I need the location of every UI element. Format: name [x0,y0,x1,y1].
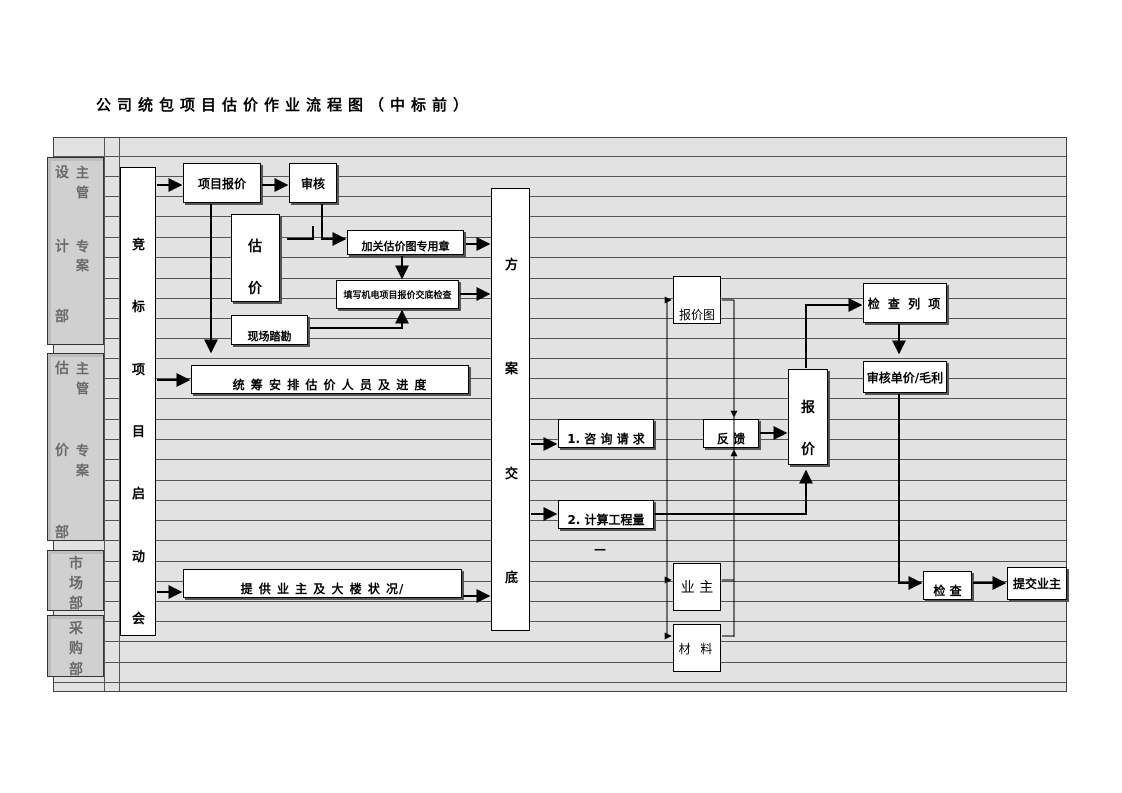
kickoff-char-5: 启 [132,487,146,502]
dept-design-head-1: 主 [76,166,90,181]
dept-estimate-name-3: 部 [55,525,69,541]
dept-design-spec-1: 专 [76,240,90,255]
dept-design-spec-2: 案 [76,259,90,274]
dept-estimate-head-2: 管 [76,382,90,397]
estimate-char-1: 估 [248,239,262,255]
plan-char-2: 案 [505,362,519,377]
dept-market-char-2: 场 [69,576,83,592]
kickoff-char-1: 竞 [132,238,146,253]
plan-char-4: 底 [505,571,519,586]
quantity-box: 2. 计算工程量 [558,500,654,529]
check-box: 检 查 [923,571,972,600]
fill-mep-box: 填写机电项目报价交底检查 [336,280,459,309]
plan-char-1: 方 [505,258,519,273]
review-price-box: 审核单价/毛利 [863,361,947,393]
dept-market: 市 场 部 [47,550,104,612]
estimate-box [231,214,280,302]
quote-drawing-box: 报价图 [673,276,721,324]
dept-estimate-name-2: 价 [55,443,69,459]
page-title: 公司统包项目估价作业流程图（中标前） [96,96,475,114]
plan-char-3: 交 [505,467,519,482]
check-list-box: 检 查 列 项 [863,283,947,323]
quantity-dash: — [594,542,606,556]
schedule-box: 统 筹 安 排 估 价 人 员 及 进 度 [191,365,469,394]
dept-estimate-name-1: 估 [55,361,69,377]
dept-market-char-3: 部 [69,596,83,612]
dept-design-head-2: 管 [76,186,90,201]
project-quote-box: 项目报价 [183,163,261,203]
dept-estimate: 估 主 管 价 专 案 部 [47,353,104,541]
arrow-quantity-to-quote [655,469,813,515]
arrow-review-to-add-material [321,204,347,246]
dept-estimate-head-1: 主 [76,362,90,377]
estimate-char-2: 价 [248,281,262,297]
dept-design: 设 主 管 计 专 案 部 [47,157,104,345]
add-material-box: 加关估价图专用章 [347,230,464,255]
feedback-box: 反 馈 [703,419,759,448]
dept-purchase-char-1: 采 [69,621,83,637]
quote-char-2: 价 [801,442,815,458]
owner-box: 业 主 [673,563,721,611]
material-box: 材 料 [673,624,721,672]
site-survey-box: 现场踏勘 [231,315,308,345]
dept-purchase-char-2: 购 [69,641,83,657]
dept-market-char-1: 市 [69,556,83,572]
kickoff-meeting-box [120,167,156,636]
review-box: 审核 [289,163,337,203]
arrow-quote-to-check-list [805,298,863,368]
submit-owner-box: 提交业主 [1007,567,1067,600]
arrow-review-price-to-check [898,394,923,590]
arrow-survey-to-fill-mep [310,309,409,329]
quote-box [788,369,828,465]
dept-purchase: 采 购 部 [47,615,104,678]
arrow-estimate-to-add-material [287,226,314,240]
kickoff-char-2: 标 [132,300,146,315]
kickoff-char-6: 动 [132,550,146,565]
dept-estimate-spec-2: 案 [76,464,90,479]
kickoff-char-4: 目 [132,425,146,440]
inquiry-box: 1. 咨 询 请 求 [558,419,654,448]
kickoff-char-3: 项 [132,363,146,378]
dept-design-name-3: 部 [55,309,69,325]
dept-design-name-1: 设 [55,165,69,181]
quote-char-1: 报 [801,400,815,416]
dept-purchase-char-3: 部 [69,662,83,678]
dept-design-name-2: 计 [55,239,69,255]
plan-handover-box [491,188,530,631]
dept-estimate-spec-1: 专 [76,444,90,459]
kickoff-char-7: 会 [132,612,146,627]
provide-owner-box: 提 供 业 主 及 大 楼 状 况/ [183,569,462,598]
